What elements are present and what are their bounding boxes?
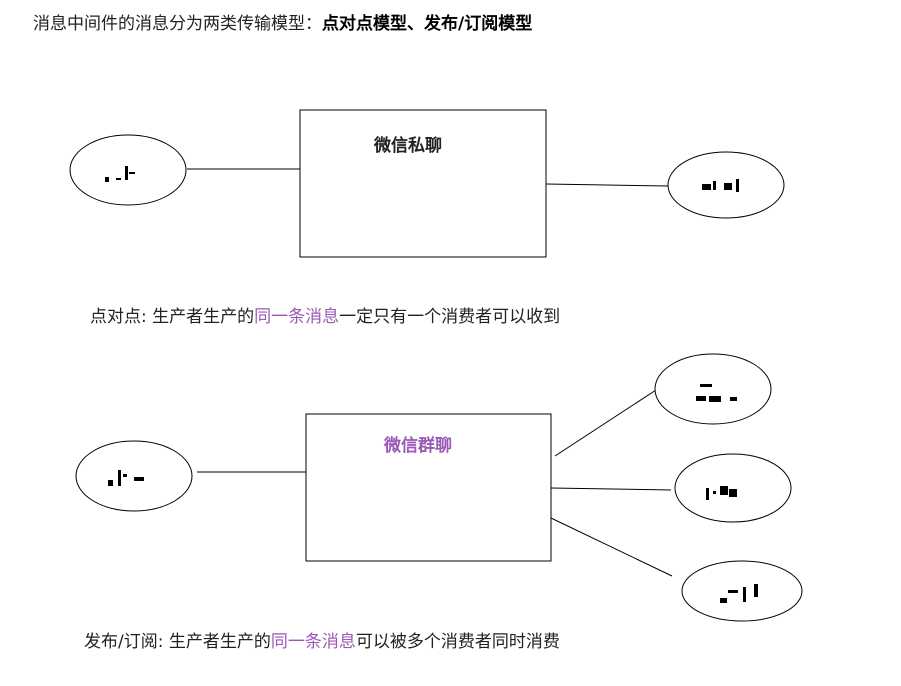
pubsub-consumer-3-blurred-label (720, 584, 758, 603)
p2p-consumer-blurred-label (702, 179, 739, 192)
pubsub-consumer-node-3 (681, 560, 803, 622)
heading-intro: 消息中间件的消息分为两类传输模型： (33, 14, 322, 34)
heading-models: 点对点模型、发布/订阅模型 (322, 14, 533, 34)
p2p-channel-box (299, 109, 547, 258)
pubsub-consumer-node-1 (654, 353, 772, 425)
pubsub-caption: 发布/订阅: 生产者生产的同一条消息可以被多个消费者同时消费 (84, 627, 560, 652)
pubsub-caption-prefix: 发布/订阅: 生产者生产的 (84, 632, 271, 652)
pubsub-caption-suffix: 可以被多个消费者同时消费 (355, 632, 560, 652)
pubsub-consumer-node-2 (674, 453, 792, 523)
p2p-caption-highlight: 同一条消息 (254, 307, 340, 327)
pubsub-channel-box (305, 413, 552, 562)
pubsub-caption-highlight: 同一条消息 (270, 632, 356, 652)
p2p-consumer-link (545, 183, 669, 187)
pubsub-consumer-2-blurred-label (706, 486, 737, 500)
pubsub-consumer-link-3 (550, 517, 673, 577)
p2p-caption-suffix: 一定只有一个消费者可以收到 (339, 307, 561, 327)
p2p-producer-blurred-label (105, 166, 135, 182)
page-heading: 消息中间件的消息分为两类传输模型：点对点模型、发布/订阅模型 (33, 9, 532, 34)
p2p-caption: 点对点: 生产者生产的同一条消息一定只有一个消费者可以收到 (90, 302, 560, 327)
pubsub-producer-blurred-label (108, 470, 144, 486)
pubsub-consumer-link-1 (554, 389, 657, 457)
pubsub-consumer-link-2 (550, 487, 672, 491)
pubsub-box-title: 微信群聊 (384, 436, 452, 456)
p2p-caption-prefix: 点对点: 生产者生产的 (90, 307, 255, 327)
pubsub-consumer-1-blurred-label (696, 384, 737, 402)
pubsub-producer-node (75, 440, 193, 512)
p2p-box-title: 微信私聊 (374, 136, 442, 156)
